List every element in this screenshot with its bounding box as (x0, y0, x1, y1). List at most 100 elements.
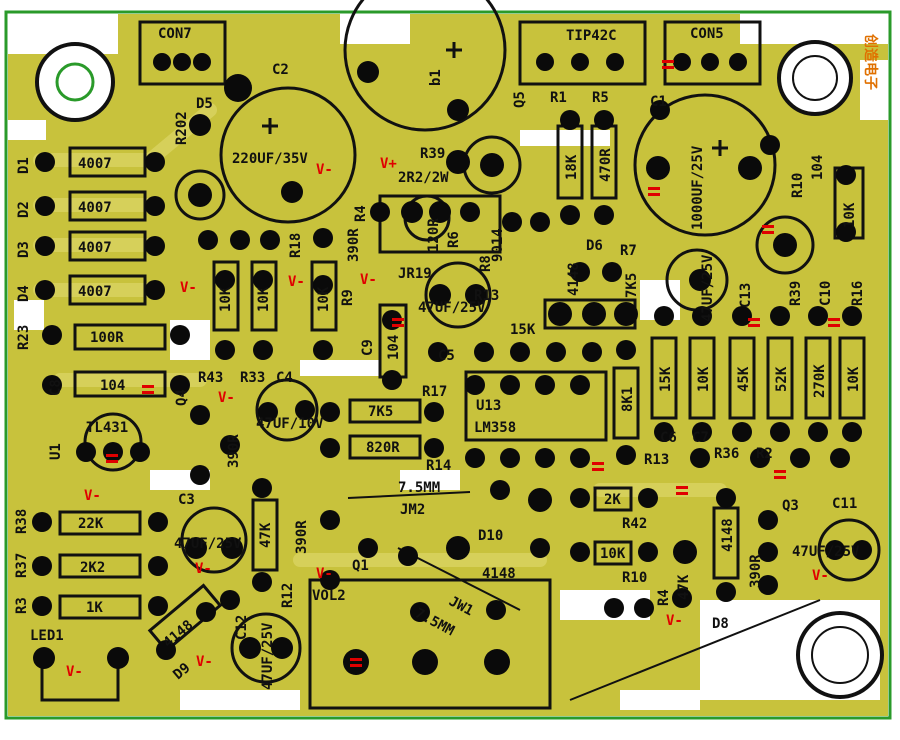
label-c6-value: 15K (658, 366, 674, 392)
vminus-marker: V- (84, 488, 101, 504)
board-outline (4, 10, 892, 720)
label-r14-value: 7.5MM (398, 480, 440, 496)
label-c6: C6 (660, 430, 677, 446)
corner-text: 创造电子 (862, 33, 879, 90)
label-jm2: JM2 (400, 502, 425, 518)
label-c7: C7 (692, 430, 709, 446)
vminus-marker: V- (288, 274, 305, 290)
vminus-marker: V- (218, 390, 235, 406)
label-q3b-value: 390R (748, 554, 764, 588)
label-led1: LED1 (30, 628, 64, 644)
label-q4: Q4 (174, 389, 190, 406)
label-r1: R1 (550, 90, 567, 106)
label-c8: C8 (48, 379, 64, 396)
label-r43: R43 (198, 370, 223, 386)
label-d3: D3 (16, 241, 32, 258)
label-d2-value: 4007 (78, 200, 112, 216)
label-r2: R2 (756, 446, 773, 462)
pads (32, 53, 872, 675)
label-r7-value: 7K5 (624, 273, 640, 298)
label-d10-value: 4148 (482, 566, 516, 582)
label-c1-value: 1000UF/25V (690, 145, 706, 230)
label-r6-value: 120R (426, 218, 442, 252)
label-r36: R36 (714, 446, 739, 462)
label-r52-value: 52K (774, 366, 790, 392)
label-r202: R202 (174, 111, 190, 145)
label-r12: R12 (280, 583, 296, 608)
label-c2-value: 220UF/35V (232, 151, 308, 167)
label-r45-value: 45K (736, 366, 752, 392)
label-r13c-value: 10K (600, 546, 626, 562)
label-r4b: R4 (656, 589, 672, 606)
label-c8-value: 104 (100, 378, 125, 394)
label-d4: D4 (16, 285, 32, 302)
label-r38-value: 22K (78, 516, 104, 532)
label-r8: R8 (478, 255, 494, 272)
label-r17: R17 (422, 384, 447, 400)
label-d5: D5 (196, 96, 213, 112)
label-q5: Q5 (512, 91, 528, 108)
label-u13: U13 (476, 398, 501, 414)
ground-markers (106, 60, 840, 667)
label-q3: Q3 (782, 498, 799, 514)
label-r12-value: 390R (294, 520, 310, 554)
label-r6: R6 (446, 231, 462, 248)
label-q4-value: 390R (226, 434, 242, 468)
label-r14: R14 (426, 458, 451, 474)
label-c10: C10 (818, 281, 834, 306)
vminus-marker: V- (666, 613, 683, 629)
label-u13-value: LM358 (474, 420, 516, 436)
label-r37: R37 (14, 553, 30, 578)
label-d6-value: 4148 (566, 262, 582, 296)
label-d8: D8 (712, 616, 729, 632)
vplus-marker: V+ (380, 156, 397, 172)
label-d1-value: 4007 (78, 156, 112, 172)
label-c12-value: 47UF/25V (260, 622, 276, 690)
component-outlines (40, 0, 881, 710)
label-r13b: R13 (644, 452, 669, 468)
vminus-marker: V- (196, 654, 213, 670)
label-r70-value: 270K (812, 364, 828, 398)
label-r9-value: 10K (316, 286, 332, 312)
label-r36-value: 2K (604, 492, 621, 508)
label-c9: C9 (360, 339, 376, 356)
label-r16: R16 (850, 281, 866, 306)
label-r5: R5 (592, 90, 609, 106)
label-c2: C2 (272, 62, 289, 78)
vminus-marker: V- (360, 272, 377, 288)
label-c13-value: 47UF/25V (700, 254, 716, 322)
label-vol2: VOL2 (312, 588, 346, 604)
label-c7-value: 10K (696, 366, 712, 392)
label-d4-value: 4007 (78, 284, 112, 300)
label-r71-value: 10K (846, 366, 862, 392)
label-r39b: R39 (788, 281, 804, 306)
label-c12: C12 (234, 615, 250, 640)
label-r7: R7 (620, 243, 637, 259)
label-tip42c: TIP42C (566, 28, 617, 44)
label-u1: U1 (48, 443, 64, 460)
label-u1-value: TL431 (86, 420, 128, 436)
label-d2: D2 (16, 201, 32, 218)
label-r3: R3 (14, 597, 30, 614)
label-r4b-value: 47K (676, 574, 692, 600)
polarity-marks (262, 42, 728, 156)
label-r9: R9 (340, 289, 356, 306)
label-r15-value: 10K (218, 286, 234, 312)
label-r10b: R10 (622, 570, 647, 586)
label-r23: R23 (16, 325, 32, 350)
label-r10: R10 (790, 173, 806, 198)
vminus-marker: V- (66, 664, 83, 680)
vminus-marker: V- (316, 162, 333, 178)
label-d1: D1 (16, 157, 32, 174)
label-r4-value: 390R (346, 228, 362, 262)
label-c9-value: 104 (386, 335, 402, 360)
label-r8-value: 9014 (490, 228, 506, 262)
label-r42: R42 (622, 516, 647, 532)
label-r33: R33 (240, 370, 265, 386)
label-r38: R38 (14, 509, 30, 534)
label-c4-value: 47UF/10V (256, 416, 324, 432)
vminus-marker: V- (195, 561, 212, 577)
label-r10-value: 104 (810, 155, 826, 180)
